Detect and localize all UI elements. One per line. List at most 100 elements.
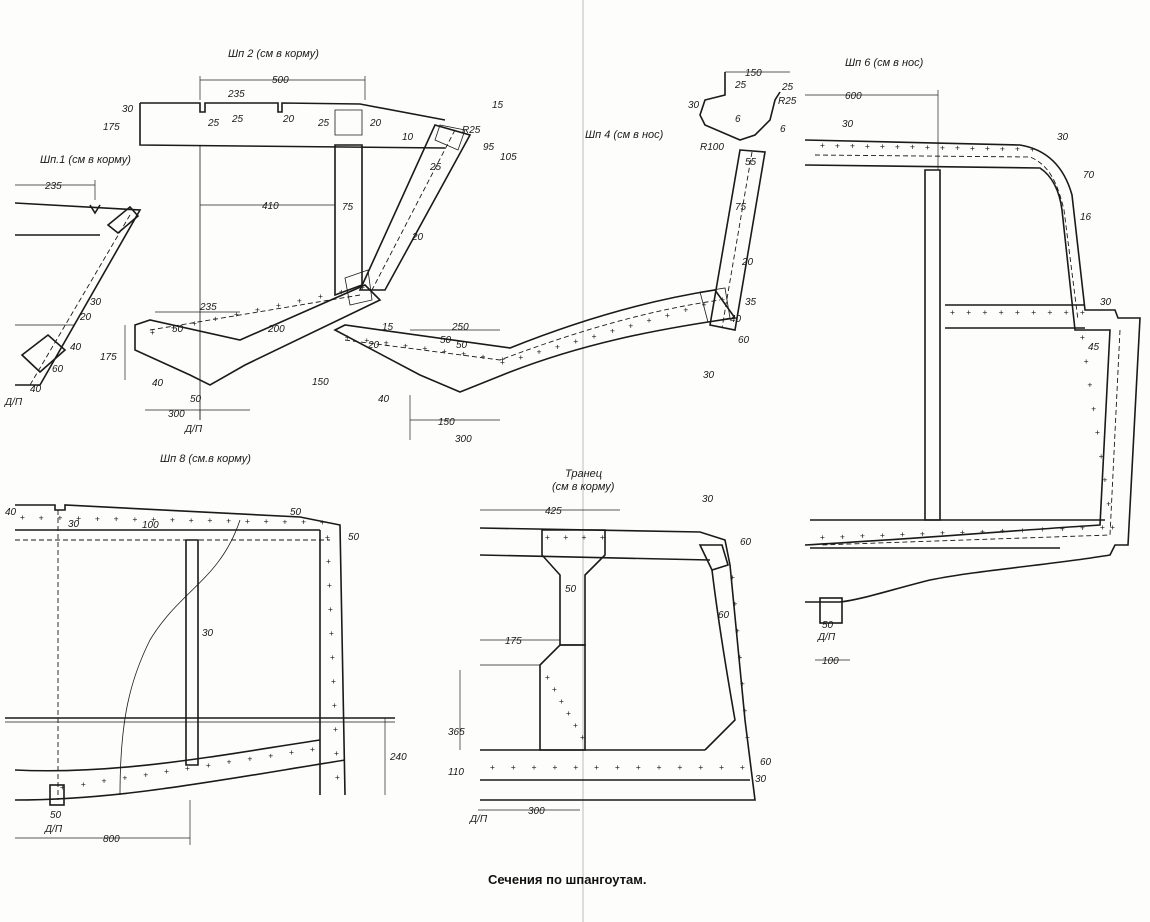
rivet-mark: + [461, 350, 466, 359]
rivet-mark: + [1031, 308, 1036, 317]
rivet-mark: + [999, 308, 1004, 317]
rivet-mark: + [559, 697, 564, 706]
frame-4-dim-22: 150 [438, 417, 455, 428]
frame-8-dim-3: 50 [290, 507, 302, 518]
rivet-mark: + [610, 327, 615, 336]
frame-2-title: Шп 2 (см в корму) [228, 48, 319, 60]
frame-6-dim-5: 30 [1100, 297, 1112, 308]
rivet-mark: + [403, 341, 408, 350]
rivet-mark: + [900, 530, 905, 539]
rivet-mark: + [1040, 525, 1045, 534]
rivet-mark: + [740, 763, 745, 772]
rivet-mark: + [730, 573, 735, 582]
rivet-mark: + [171, 324, 176, 333]
frame-2-dim-5: 25 [317, 118, 330, 129]
rivet-mark: + [566, 709, 571, 718]
rivet-mark: + [960, 528, 965, 537]
frame-1-dim-4: 60 [52, 364, 64, 375]
rivet-mark: + [334, 749, 339, 758]
rivet-mark: + [310, 745, 315, 754]
rivet-mark: + [20, 513, 25, 522]
frame-2-dim-19: 50 [172, 324, 184, 335]
frame-2-dim-8: 175 [103, 122, 120, 133]
rivet-mark: + [327, 581, 332, 590]
frame-2-dim-9: 410 [262, 201, 279, 212]
rivet-mark: + [206, 761, 211, 770]
rivet-mark: + [189, 516, 194, 525]
transom-dim-0: 425 [545, 506, 562, 517]
frame-6-dim-4: 16 [1080, 212, 1092, 223]
frame-8-dim-7: 50 [50, 810, 62, 821]
frame-4-dim-2: 25 [781, 82, 794, 93]
rivet-mark: + [940, 143, 945, 152]
rivet-mark: + [628, 321, 633, 330]
rivet-mark: + [657, 763, 662, 772]
rivet-mark: + [283, 517, 288, 526]
transom-dim-5: 175 [505, 636, 522, 647]
rivet-mark: + [553, 763, 558, 772]
rivet-mark: + [940, 529, 945, 538]
frame-8-dim-1: 30 [68, 519, 80, 530]
rivet-mark: + [698, 763, 703, 772]
rivet-mark: + [301, 518, 306, 527]
frame-1-title: Шп.1 (см в корму) [40, 154, 131, 166]
rivet-mark: + [970, 144, 975, 153]
frame-4-dim-19: 15 [382, 322, 394, 333]
frame-4-dim-14: 30 [703, 370, 715, 381]
frame-4-dim-11: 35 [745, 297, 757, 308]
rivet-mark: + [76, 514, 81, 523]
rivet-mark: + [245, 517, 250, 526]
rivet-mark: + [331, 677, 336, 686]
frame-2-dim-4: 20 [282, 114, 295, 125]
frame-2-dim-18: 235 [199, 302, 217, 313]
frame-4-dim-9: 6 [735, 114, 741, 125]
rivet-mark: + [1064, 308, 1069, 317]
rivet-mark: + [1015, 145, 1020, 154]
rivet-mark: + [615, 763, 620, 772]
frame-8-dim-6: 240 [389, 752, 407, 763]
transom-dim-3: 60 [718, 610, 730, 621]
rivet-mark: + [1095, 428, 1100, 437]
frame-4-dim-18: 20 [367, 340, 380, 351]
rivet-mark: + [720, 295, 725, 304]
rivet-mark: + [518, 353, 523, 362]
rivet-mark: + [248, 755, 253, 764]
rivet-mark: + [329, 629, 334, 638]
rivet-mark: + [213, 315, 218, 324]
frame-8-dim-2: 100 [142, 520, 159, 531]
rivet-mark: + [573, 763, 578, 772]
transom-dim-6: 365 [448, 727, 465, 738]
rivet-mark: + [58, 514, 63, 523]
drawing-caption: Сечения по шпангоутам. [488, 872, 647, 887]
rivet-mark: + [60, 783, 65, 792]
rivet-mark: + [1020, 526, 1025, 535]
frame-8-dim-5: 30 [202, 628, 214, 639]
rivet-mark: + [537, 348, 542, 357]
rivet-mark: + [1080, 333, 1085, 342]
rivet-mark: + [81, 780, 86, 789]
rivet-mark: + [840, 532, 845, 541]
frame-2-dim-14: 20 [411, 232, 424, 243]
frame-2-dim-15: R25 [462, 125, 481, 136]
frame-2-dim-22: 50 [190, 394, 202, 405]
frame-2-dim-0: 500 [272, 75, 289, 86]
rivet-mark: + [170, 516, 175, 525]
rivet-mark: + [1000, 527, 1005, 536]
rivet-mark: + [865, 142, 870, 151]
rivet-mark: + [920, 529, 925, 538]
frame-4-dim-5: R100 [700, 142, 724, 153]
rivet-mark: + [743, 706, 748, 715]
frame-4-dim-16: 50 [440, 335, 452, 346]
rivet-mark: + [226, 516, 231, 525]
rivet-mark: + [980, 527, 985, 536]
rivet-mark: + [1000, 144, 1005, 153]
transom-dim-2: 60 [740, 537, 752, 548]
rivet-mark: + [985, 144, 990, 153]
frame-1-dim-5: 40 [30, 384, 42, 395]
frame-4-dim-13: 60 [738, 335, 750, 346]
frame-2-dim-17: 105 [500, 152, 517, 163]
rivet-mark: + [1080, 308, 1085, 317]
frame-4-dim-12: 40 [730, 314, 742, 325]
rivet-mark: + [1084, 357, 1089, 366]
